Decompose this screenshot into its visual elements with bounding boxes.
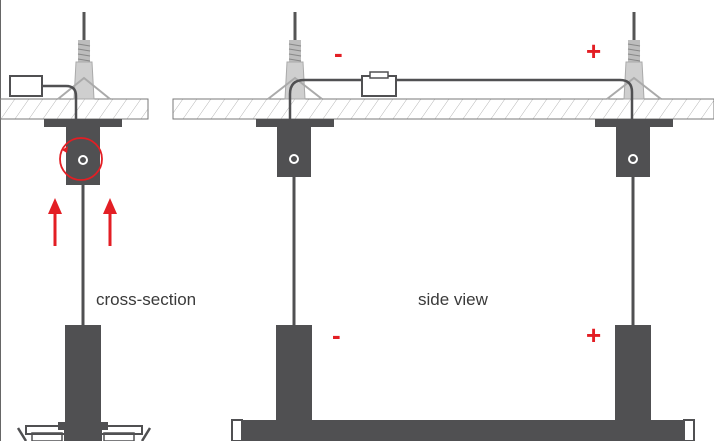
canopy-plate: [256, 119, 334, 127]
canopy-plate: [44, 119, 122, 127]
anchor-spread: [57, 76, 111, 100]
anchor-spring: [77, 40, 91, 62]
luminaire-body: [65, 325, 101, 423]
holder-block: [616, 127, 650, 177]
end-cap-left: [231, 419, 243, 441]
circle-highlight-icon: [59, 137, 103, 181]
polarity-negative-bottom: -: [332, 320, 341, 350]
anchor-spring: [288, 40, 302, 62]
anchor-spread: [267, 76, 323, 100]
ceiling-left: [0, 98, 149, 120]
cross-section-label: cross-section: [96, 290, 196, 309]
holder-screw: [78, 155, 88, 165]
luminaire-body: [615, 325, 651, 420]
anchor-spread: [606, 76, 662, 100]
arrow-up-icon: [103, 198, 117, 246]
highlight-pointer: [62, 146, 68, 153]
driver-box: [361, 75, 397, 97]
luminaire-profile: [16, 422, 152, 441]
driver-box-cap: [369, 71, 389, 79]
polarity-positive-top: +: [586, 36, 601, 66]
luminaire-body: [276, 325, 312, 420]
power-cable: [396, 78, 634, 122]
anchor-spring: [627, 40, 641, 62]
side-view-assembly: side view: [231, 12, 695, 441]
canopy-plate: [595, 119, 673, 127]
holder-block: [277, 127, 311, 177]
holder-screw: [628, 154, 638, 164]
end-cap-right: [683, 419, 695, 441]
arrow-up-icon: [48, 198, 62, 246]
side-view-label: side view: [418, 290, 489, 309]
polarity-positive-bottom: +: [586, 320, 601, 350]
polarity-negative-top: -: [334, 38, 343, 68]
power-cable: [42, 84, 78, 122]
cross-section-assembly: cross-section: [9, 12, 196, 441]
holder-screw: [289, 154, 299, 164]
power-cable: [288, 78, 362, 122]
luminaire-bar: [240, 420, 686, 441]
driver-box: [9, 75, 43, 97]
anchor-sleeve: [623, 61, 645, 100]
ceiling-right: [172, 98, 714, 120]
